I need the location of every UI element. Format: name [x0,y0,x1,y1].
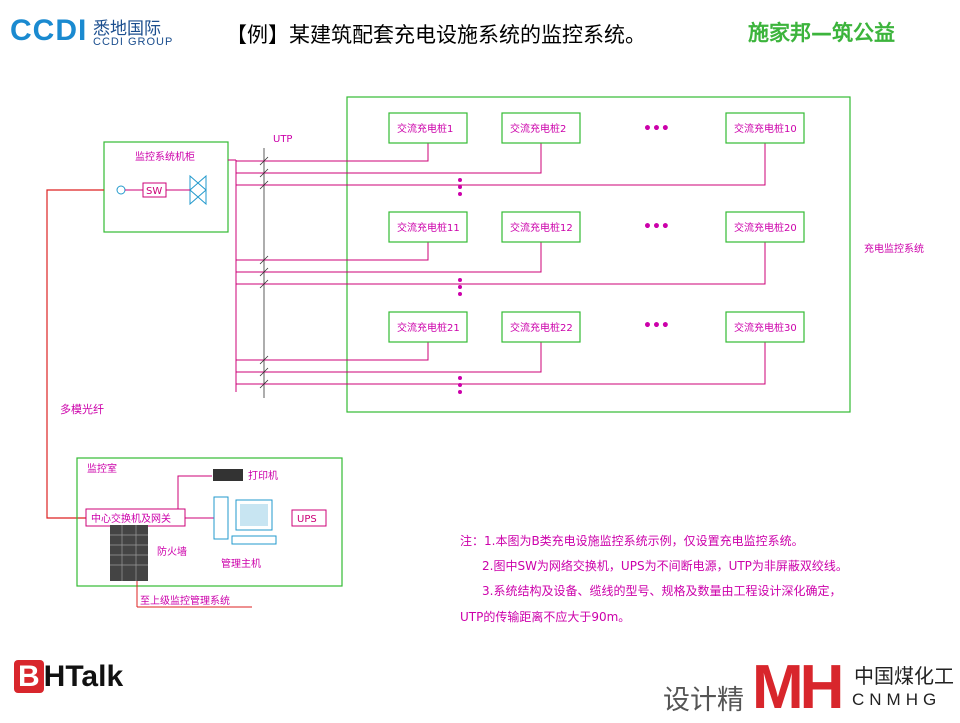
utp-cable [236,143,766,186]
utp-cable [236,242,429,261]
odf-icon [116,185,126,195]
utp-cable [236,342,766,385]
charger-box [501,311,581,343]
ellipsis-dot [458,278,462,282]
ellipsis-h: ••• [643,318,670,334]
brand-en: CNMHG [852,690,942,709]
brand-cn: 中国煤化工 [854,664,954,688]
utp-tick [259,379,269,389]
charger-label: 交流充电桩12 [510,221,573,234]
ccdi-logo-icon: CCDI [10,14,88,47]
utp-cable [236,242,766,285]
note-line: 2.图中SW为网络交换机，UPS为不间断电源，UTP为非屏蔽双绞线。 [482,558,848,573]
utp-tick [259,279,269,289]
charger-box [725,211,805,243]
ellipsis-dot [458,390,462,394]
host-tower-icon [213,496,229,540]
utp-cable [236,143,542,174]
charger-box [501,112,581,144]
room-frame [76,457,343,587]
charger-label: 交流充电桩30 [734,321,797,334]
ellipsis-dot [458,192,462,196]
ellipsis-dot [458,185,462,189]
ellipsis-dot [458,383,462,387]
printer-icon [213,469,243,481]
footer-design-text: 设计精 [663,685,744,716]
charger-box [388,311,468,343]
ellipsis-dot [458,178,462,182]
header: CCDI 悉地国际 CCDI GROUP 【例】某建筑配套充电设施系统的监控系统… [0,0,960,62]
page-title: 【例】某建筑配套充电设施系统的监控系统。 [226,23,646,47]
fiber-label: 多模光纤 [60,402,104,416]
charger-label: 交流充电桩2 [510,122,566,135]
logo-rest: HTalk [43,660,124,693]
patch-panel-icon [189,174,207,206]
mh-logo-icon: MH [752,653,844,722]
charger-box [501,211,581,243]
utp-label: UTP [273,134,292,145]
utp-tick [259,267,269,277]
charger-label: 交流充电桩21 [397,321,460,334]
switch-label: 中心交换机及网关 [91,512,171,525]
utp-tick [259,255,269,265]
printer-label: 打印机 [248,469,278,482]
keyboard-icon [231,535,277,545]
charging-zone-frame [346,96,851,413]
printer-link [177,475,212,509]
uplink-label: 至上级监控管理系统 [140,594,230,607]
ellipsis-dot [458,292,462,296]
rack-label: 监控系统机柜 [135,150,195,163]
host-label: 管理主机 [221,557,261,570]
sw-label: SW [146,186,162,197]
ellipsis-dot [458,285,462,289]
charger-label: 交流充电桩11 [397,221,460,234]
charger-label: 交流充电桩22 [510,321,573,334]
monitor-icon [240,504,268,526]
utp-cable [236,342,429,361]
utp-tick [259,180,269,190]
logo-cn-text: 悉地国际 [93,19,161,39]
utp-cable [236,342,542,373]
ellipsis-h: ••• [643,121,670,137]
utp-tick [259,168,269,178]
charge-zone-label: 充电监控系统 [864,242,924,255]
ellipsis-dot [458,376,462,380]
note-line: 注：1.本图为B类充电设施监控系统示例，仅设置充电监控系统。 [460,533,804,548]
utp-cables [228,143,766,392]
utp-tick [259,156,269,166]
ups-box [291,509,327,527]
charger-label: 交流充电桩1 [397,122,453,135]
room-label: 监控室 [87,462,117,475]
charger-label: 交流充电桩10 [734,122,797,135]
utp-tick [259,367,269,377]
utp-tick [259,355,269,365]
ellipsis-group: ••• ••• ••• [458,121,670,394]
notes: 注：1.本图为B类充电设施监控系统示例，仅设置充电监控系统。 2.图中SW为网络… [460,533,848,624]
charger-box [388,112,468,144]
note-line: 3.系统结构及设备、缆线的型号、规格及数量由工程设计深化确定， [482,583,841,598]
charger-box [725,112,805,144]
rack-frame [103,141,229,233]
note-line: UTP的传输距离不应大于90m。 [460,609,630,624]
firewall-label: 防火墙 [157,545,187,558]
fiber-cable [46,189,104,519]
ellipsis-h: ••• [643,219,670,235]
utp-cable [236,143,429,162]
charger-group: 交流充电桩1 交流充电桩2 交流充电桩10 交流充电桩11 交流充电桩12 交流充电桩20… [388,112,805,343]
charger-box [725,311,805,343]
monitor-icon [235,499,273,531]
logo-en-text: CCDI GROUP [93,36,174,48]
utp-cable [236,242,542,273]
firewall-icon [110,525,148,581]
charger-box [388,211,468,243]
logo-b: B [14,660,44,693]
charger-label: 交流充电桩20 [734,221,797,234]
title-right: 施家邦—筑公益 [748,21,895,45]
ups-label: UPS [297,514,317,525]
